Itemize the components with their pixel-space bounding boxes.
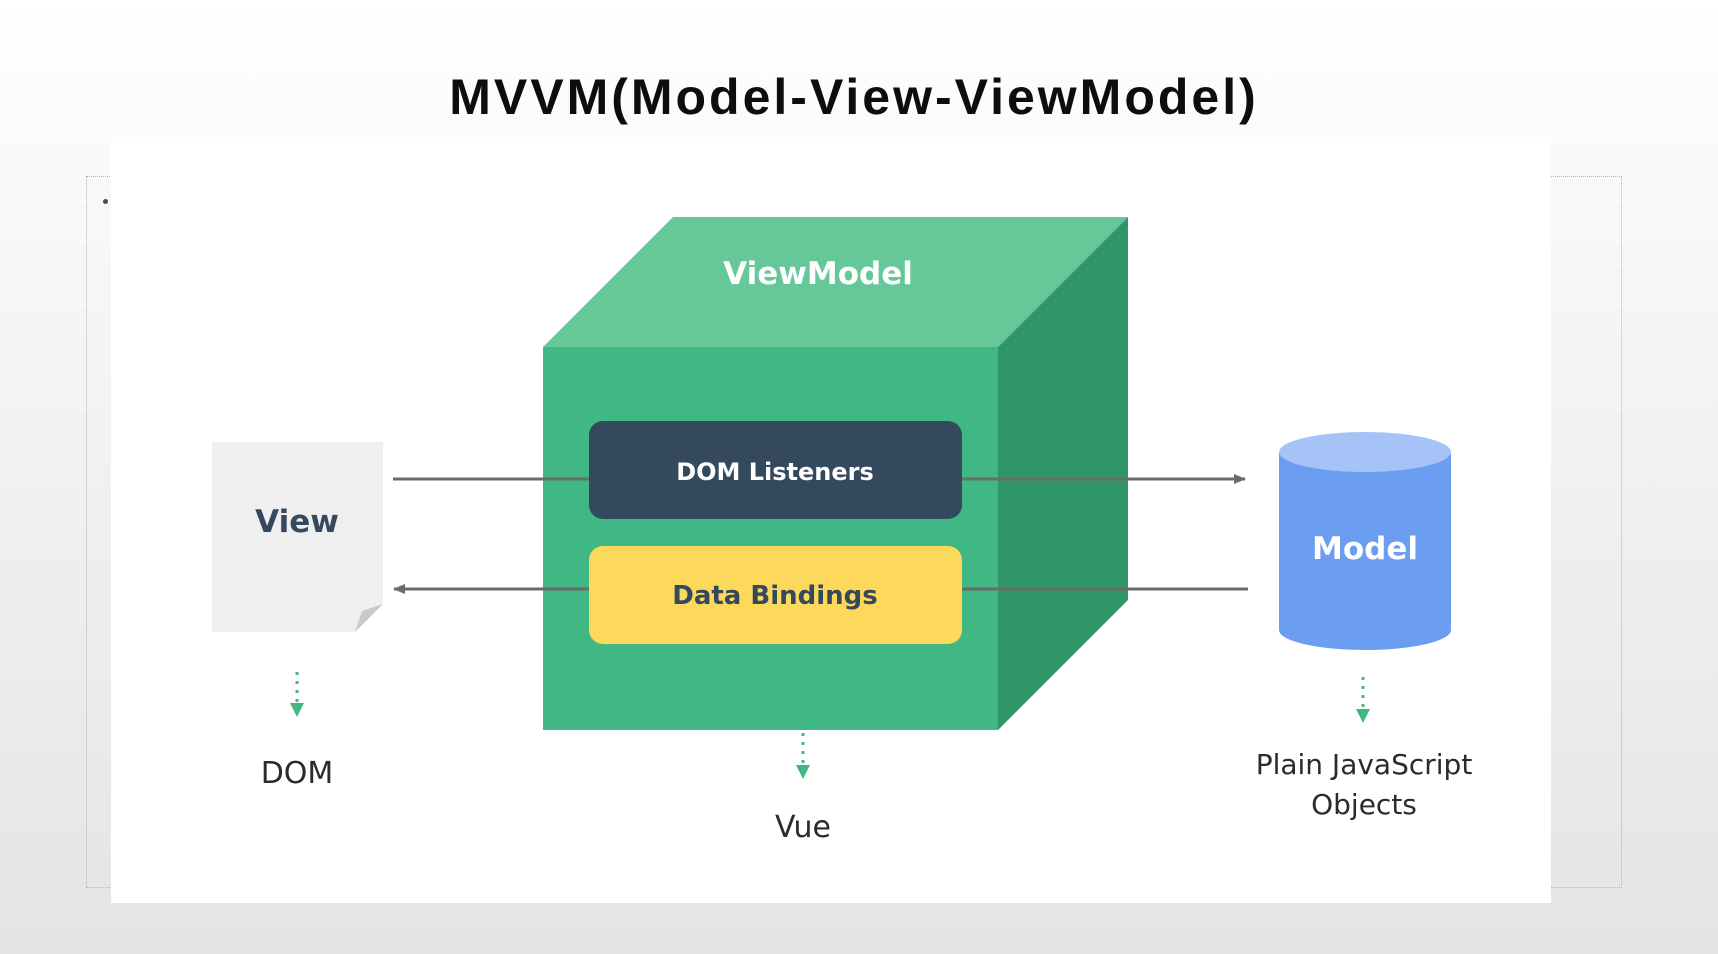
data-bindings-label: Data Bindings <box>672 581 878 611</box>
data-bindings-rect <box>589 546 962 644</box>
view-to-dom-dotted-arrow <box>290 672 304 717</box>
dom-listeners-box: DOM Listeners <box>589 421 962 519</box>
model-caption-line-1: Plain JavaScript <box>1256 748 1473 781</box>
mvvm-diagram-image: View ViewModel DOM Listeners Data Bindin… <box>111 137 1551 903</box>
viewmodel-label: ViewModel <box>723 256 913 292</box>
view-node: View <box>212 442 383 632</box>
dom-listeners-label: DOM Listeners <box>676 458 874 486</box>
view-label: View <box>255 504 339 540</box>
model-label: Model <box>1312 531 1418 567</box>
viewmodel-cube-side-face <box>998 217 1128 730</box>
viewmodel-cube: ViewModel <box>543 217 1128 730</box>
model-caption-line-2: Objects <box>1311 788 1417 821</box>
dom-caption: DOM <box>261 756 334 791</box>
model-node: Model <box>1279 432 1451 650</box>
model-to-objects-dotted-arrow <box>1356 677 1370 723</box>
viewmodel-cube-front-face <box>543 347 998 730</box>
dom-listeners-rect <box>589 421 962 519</box>
vue-dotted-arrowhead <box>796 765 810 779</box>
slide-title: MVVM(Model-View-ViewModel) <box>449 69 1259 125</box>
viewmodel-cube-top-face <box>543 217 1128 347</box>
model-cylinder-body <box>1279 452 1451 650</box>
view-dotted-arrowhead <box>290 703 304 717</box>
bullet-point <box>103 199 108 204</box>
mvvm-diagram: View ViewModel DOM Listeners Data Bindin… <box>212 217 1473 845</box>
view-document-shape <box>212 442 383 632</box>
data-bindings-box: Data Bindings <box>589 546 962 644</box>
model-cylinder-top <box>1279 432 1451 472</box>
vue-caption: Vue <box>775 810 831 845</box>
model-dotted-arrowhead <box>1356 709 1370 723</box>
view-document-fold <box>355 604 383 632</box>
viewmodel-to-vue-dotted-arrow <box>796 733 810 779</box>
